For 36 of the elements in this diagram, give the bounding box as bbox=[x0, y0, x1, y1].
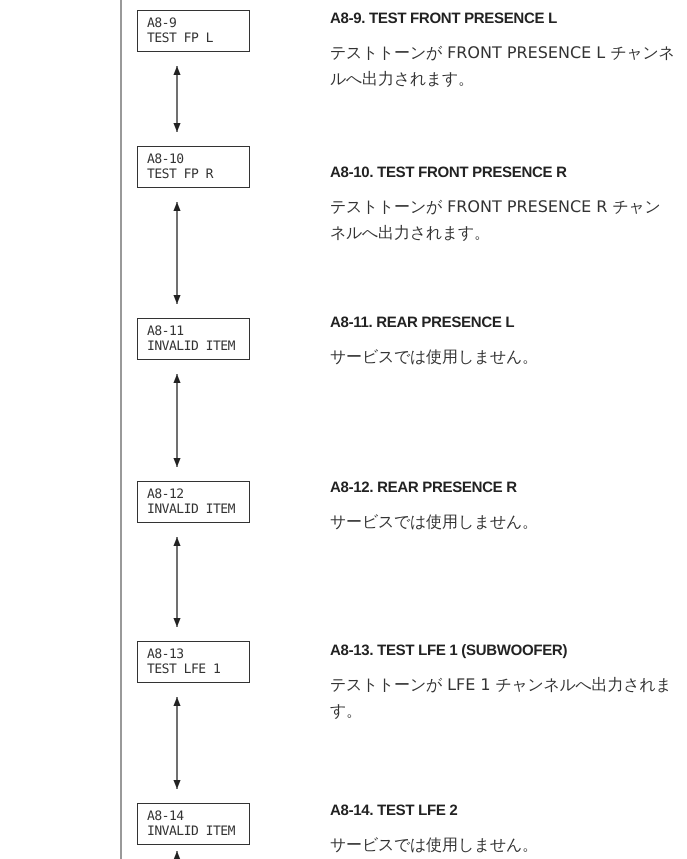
description-text: サービスでは使用しません。 bbox=[330, 346, 539, 368]
double-arrow bbox=[173, 697, 181, 789]
display-box bbox=[137, 318, 250, 360]
display-box bbox=[137, 146, 250, 188]
display-text: A8-10 bbox=[147, 152, 185, 167]
display-text: TEST LFE 1 bbox=[147, 662, 222, 677]
item-heading: A8-10. TEST FRONT PRESENCE R bbox=[330, 163, 568, 183]
double-arrow bbox=[173, 374, 181, 467]
item-heading: A8-13. TEST LFE 1 (SUBWOOFER) bbox=[330, 641, 568, 661]
display-box bbox=[137, 481, 250, 523]
display-box bbox=[137, 641, 250, 683]
item-heading: A8-14. TEST LFE 2 bbox=[330, 801, 458, 821]
double-arrow bbox=[173, 66, 181, 132]
description-text: サービスでは使用しません。 bbox=[330, 834, 539, 856]
display-text: A8-9 bbox=[147, 16, 178, 31]
description-text: テストトーンが FRONT PRESENCE L チャンネルへ出力されます。 bbox=[330, 42, 675, 90]
display-text: INVALID ITEM bbox=[147, 502, 236, 517]
description-text: テストトーンが FRONT PRESENCE R チャンネルへ出力されます。 bbox=[330, 196, 662, 244]
display-text: TEST FP L bbox=[147, 31, 214, 46]
item-heading: A8-11. REAR PRESENCE L bbox=[330, 313, 516, 333]
display-text: INVALID ITEM bbox=[147, 339, 236, 354]
description-text: サービスでは使用しません。 bbox=[330, 511, 539, 533]
item-heading: A8-9. TEST FRONT PRESENCE L bbox=[330, 9, 558, 29]
display-text: TEST FP R bbox=[147, 167, 214, 182]
item-heading: A8-12. REAR PRESENCE R bbox=[330, 478, 518, 498]
display-text: A8-11 bbox=[147, 324, 185, 339]
double-arrow bbox=[173, 202, 181, 304]
display-text: A8-14 bbox=[147, 809, 185, 824]
display-text: A8-13 bbox=[147, 647, 185, 662]
display-text: A8-12 bbox=[147, 487, 185, 502]
display-box bbox=[137, 10, 250, 52]
display-box bbox=[137, 803, 250, 845]
double-arrow bbox=[173, 537, 181, 627]
display-text: INVALID ITEM bbox=[147, 824, 236, 839]
double-arrow bbox=[173, 851, 181, 859]
description-text: テストトーンが LFE 1 チャンネルへ出力されます。 bbox=[330, 674, 673, 722]
